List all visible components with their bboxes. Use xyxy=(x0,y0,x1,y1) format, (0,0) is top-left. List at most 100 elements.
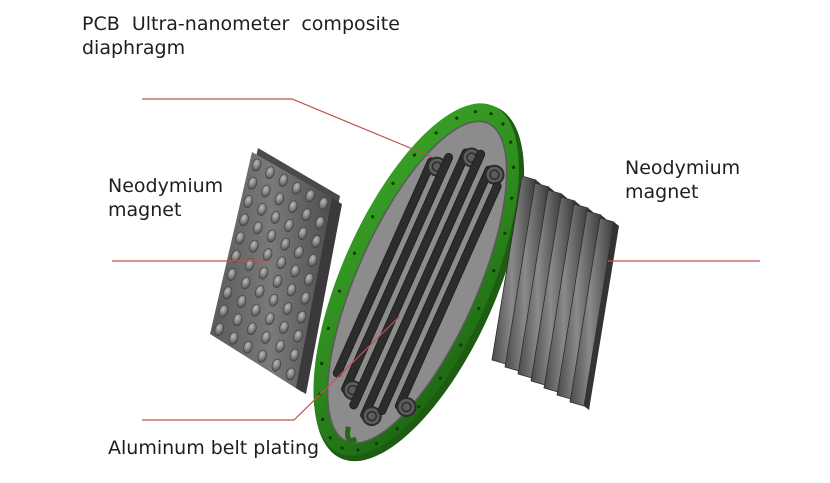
mounting-hole xyxy=(459,343,463,347)
perforation-hole xyxy=(214,323,224,336)
perforation-hole xyxy=(294,245,304,259)
perforation-hole xyxy=(304,273,314,286)
perforation-hole xyxy=(276,256,287,270)
perforation-hole xyxy=(268,293,279,307)
mounting-hole xyxy=(321,417,325,422)
mounting-hole xyxy=(371,215,375,219)
perforation-hole xyxy=(251,158,262,172)
perforation-hole xyxy=(226,268,237,281)
mounting-hole xyxy=(328,436,332,440)
perforation-hole xyxy=(301,208,312,222)
perforation-hole xyxy=(247,176,258,190)
right-neodymium-magnet xyxy=(491,175,619,410)
perforation-hole xyxy=(279,321,289,334)
trace-loop xyxy=(396,397,417,418)
mounting-hole xyxy=(352,251,357,255)
perforation-hole xyxy=(289,348,300,362)
mounting-hole xyxy=(509,140,513,144)
perforation-hole xyxy=(243,340,253,354)
left-neodymium-magnet xyxy=(210,148,342,394)
trace-loop-inner xyxy=(366,410,378,422)
left-magnet-label-line1: Neodymium xyxy=(108,175,224,197)
perforation-hole xyxy=(288,200,298,214)
perforation-hole xyxy=(261,331,271,344)
mounting-hole xyxy=(337,289,342,293)
mounting-hole xyxy=(417,405,421,409)
mounting-hole xyxy=(391,181,395,185)
perforation-hole xyxy=(258,266,269,280)
perforation-hole xyxy=(243,195,254,208)
mounting-hole xyxy=(374,441,379,446)
perforation-hole xyxy=(239,213,249,227)
perforation-hole xyxy=(222,286,233,300)
aluminum-belt-traces xyxy=(332,147,505,443)
aluminum-label: Aluminum belt plating xyxy=(108,437,320,459)
perforation-hole xyxy=(291,181,302,195)
perforation-hole xyxy=(275,339,285,353)
right-magnet-label-line1: Neodymium xyxy=(625,157,741,179)
mounting-hole xyxy=(501,122,505,126)
perforation-hole xyxy=(218,304,229,318)
perforation-hole xyxy=(235,231,245,245)
mounting-hole xyxy=(473,110,478,114)
perforation-hole xyxy=(254,285,265,298)
perforation-hole xyxy=(228,331,239,345)
magnet-perforation-holes xyxy=(214,158,329,381)
mounting-hole xyxy=(395,427,399,431)
mounting-hole xyxy=(477,306,481,311)
perforation-hole xyxy=(290,264,300,278)
diaphragm-label-line1: PCB Ultra-nanometer composite xyxy=(82,13,400,35)
perforation-hole xyxy=(278,174,289,187)
trace-lead xyxy=(345,426,358,443)
perforation-hole xyxy=(266,229,277,243)
perforation-hole xyxy=(311,235,321,248)
perforation-hole xyxy=(231,249,241,263)
perforation-hole xyxy=(285,367,296,381)
mounting-hole xyxy=(356,448,360,452)
perforation-hole xyxy=(271,358,282,372)
perforation-hole xyxy=(265,312,275,326)
mounting-hole xyxy=(489,112,493,116)
trace-loop-inner xyxy=(489,169,500,181)
right-magnet-label: Neodymium magnet xyxy=(625,156,740,204)
perforation-hole xyxy=(284,219,294,232)
perforation-hole xyxy=(232,313,243,327)
perforation-hole xyxy=(274,192,285,206)
pcb-diaphragm-assembly xyxy=(313,103,525,462)
mounting-hole xyxy=(455,116,459,120)
mounting-hole xyxy=(320,361,324,366)
perforation-hole xyxy=(296,310,307,324)
mounting-hole xyxy=(438,376,442,380)
perforation-hole xyxy=(272,275,283,288)
perforation-hole xyxy=(293,329,303,343)
perforation-hole xyxy=(247,322,257,336)
left-magnet-label-line2: magnet xyxy=(108,199,182,221)
magnet-bars xyxy=(491,175,619,410)
perforation-hole xyxy=(300,291,311,305)
perforation-hole xyxy=(280,237,290,251)
perforation-hole xyxy=(286,283,297,297)
perforation-hole xyxy=(297,227,308,240)
perforation-hole xyxy=(307,254,318,267)
perforation-hole xyxy=(244,258,255,272)
perforation-hole xyxy=(261,184,271,198)
perforation-hole xyxy=(250,303,261,317)
mounting-hole xyxy=(434,131,438,135)
aluminum-leader-line xyxy=(142,315,401,421)
diaphragm-label: PCB Ultra-nanometer composite diaphragm xyxy=(82,12,400,60)
perforation-hole xyxy=(270,211,281,224)
mounting-hole xyxy=(340,446,344,450)
perforation-hole xyxy=(240,276,251,290)
pcb-mounting-holes xyxy=(318,110,516,452)
perforation-hole xyxy=(253,221,263,235)
perforation-hole xyxy=(257,349,267,363)
perforation-hole xyxy=(236,295,247,308)
mounting-hole xyxy=(492,269,496,273)
trace-loop xyxy=(361,406,382,427)
mounting-hole xyxy=(503,231,507,235)
perforation-hole xyxy=(305,189,315,203)
trace-loop-inner xyxy=(401,401,412,413)
trace-loop xyxy=(484,164,505,185)
